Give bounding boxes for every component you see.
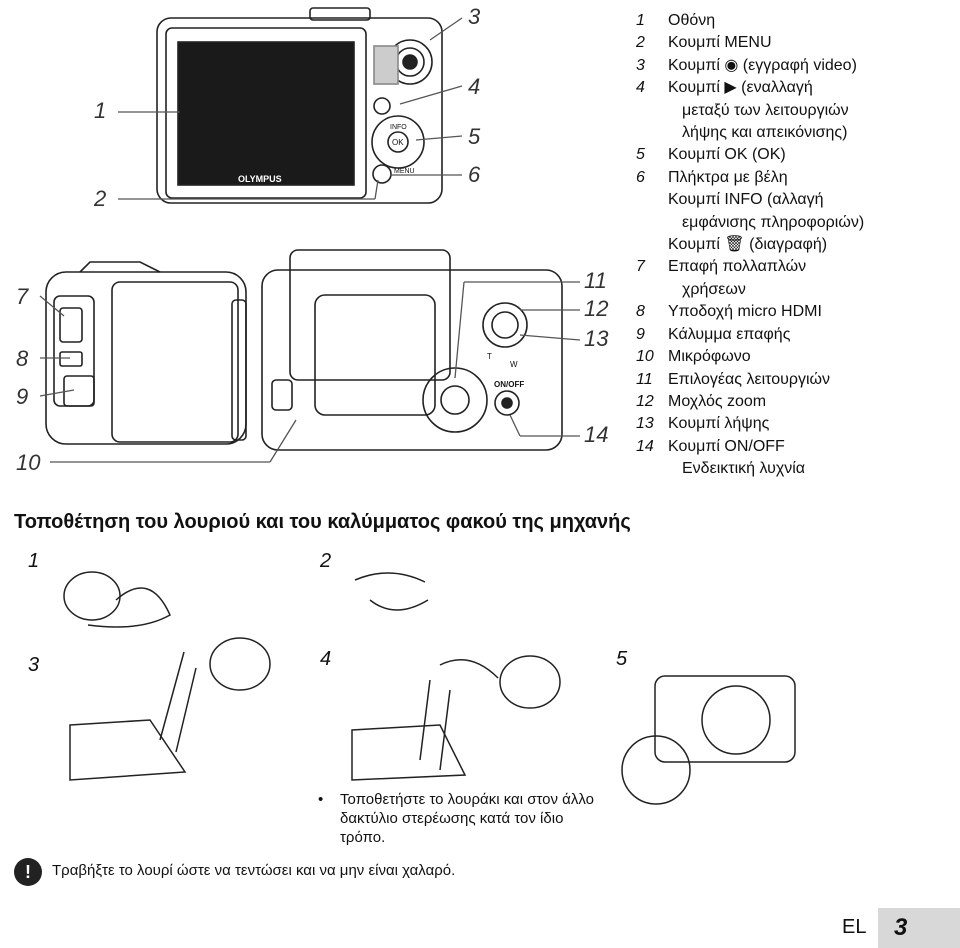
legend-row: 14 Κουμπί ON/OFF xyxy=(636,436,956,458)
legend-row: 9 Κάλυμμα επαφής xyxy=(636,324,956,346)
legend-row: 5 Κουμπί OK (OK) xyxy=(636,144,956,166)
legend-text: Κουμπί MENU xyxy=(668,34,772,52)
legend-number: 1 xyxy=(636,12,645,29)
legend-text: Μοχλός zoom xyxy=(668,392,767,410)
legend-text: Οθόνη xyxy=(668,12,716,29)
callout-7: 7 xyxy=(16,284,29,309)
legend-row: 7 Επαφή πολλαπλών xyxy=(636,256,956,278)
legend-text: Κουμπί ON/OFF xyxy=(668,437,785,455)
legend-number: 12 xyxy=(636,392,654,410)
warning-icon: ! xyxy=(14,858,42,886)
tele-label: T xyxy=(487,352,492,361)
legend-text: Κουμπί INFO (αλλαγή xyxy=(668,191,824,209)
bullet-dot: • xyxy=(318,791,324,808)
legend-row: 11 Επιλογέας λειτουργιών xyxy=(636,369,956,391)
legend-row: 2 Κουμπί MENU xyxy=(636,32,956,54)
legend-row: 1 Οθόνη xyxy=(636,10,956,32)
legend-text: Κουμπί ◉ (εγγραφή video) xyxy=(668,56,857,74)
legend-text: Ενδεικτική λυχνία xyxy=(682,460,806,478)
legend-number: 5 xyxy=(636,146,645,164)
legend-row: 8 Υποδοχή micro HDMI xyxy=(636,301,956,323)
legend-row: 3 Κουμπί ◉ (εγγραφή video) xyxy=(636,55,956,77)
legend-row: μεταξύ των λειτουργιών xyxy=(636,100,956,122)
legend-row: Ενδεικτική λυχνία xyxy=(636,458,956,480)
step-3-number: 3 xyxy=(28,654,40,676)
legend-text: Κουμπί OK (OK) xyxy=(668,146,786,164)
legend-number: 4 xyxy=(636,79,645,97)
legend-row: χρήσεων xyxy=(636,279,956,301)
info-label: INFO xyxy=(390,124,407,131)
legend-number: 9 xyxy=(636,325,645,343)
legend-number: 10 xyxy=(636,348,654,366)
legend-row: 10 Μικρόφωνο xyxy=(636,346,956,368)
callout-5: 5 xyxy=(468,124,481,149)
legend-text: Πλήκτρα με βέλη xyxy=(668,168,788,186)
callout-2: 2 xyxy=(94,186,107,211)
legend-text: Κουμπί 🗑 (διαγραφή) xyxy=(668,236,828,254)
legend-number: 2 xyxy=(636,34,645,52)
legend-row: 13 Κουμπί λήψης xyxy=(636,413,956,435)
wide-label: W xyxy=(510,360,518,369)
step-2-number: 2 xyxy=(320,550,332,572)
callout-9: 9 xyxy=(16,384,29,409)
legend-text: Υποδοχή micro HDMI xyxy=(668,303,822,321)
step-4-number: 4 xyxy=(320,648,332,670)
callout-10: 10 xyxy=(16,450,41,475)
ok-label: OK xyxy=(392,138,404,147)
footer-language: EL xyxy=(842,916,867,938)
legend-number: 14 xyxy=(636,437,654,455)
legend-row: 12 Μοχλός zoom xyxy=(636,391,956,413)
legend-text: μεταξύ των λειτουργιών xyxy=(682,101,849,119)
callout-8: 8 xyxy=(16,346,29,371)
menu-label: MENU xyxy=(394,168,415,175)
section-title: Τοποθέτηση του λουριού και του καλύμματο… xyxy=(14,511,631,533)
legend-number: 3 xyxy=(636,56,645,74)
callout-1: 1 xyxy=(94,98,107,123)
legend-row: 6 Πλήκτρα με βέλη xyxy=(636,167,956,189)
legend-text: Κάλυμμα επαφής xyxy=(668,325,791,343)
brand-label: OLYMPUS xyxy=(238,174,282,184)
callout-14: 14 xyxy=(584,422,609,447)
parts-legend: 1 Οθόνη 2 Κουμπί MENU 3 Κουμπί ◉ (εγγραφή vid… xyxy=(636,10,956,481)
bullet-note: • Τοποθετήστε το λουράκι και στον άλλο δ… xyxy=(318,790,598,847)
legend-text: χρήσεων xyxy=(682,280,746,298)
legend-number: 8 xyxy=(636,303,645,321)
step-1-number: 1 xyxy=(28,550,40,572)
legend-text: εμφάνισης πληροφοριών) xyxy=(682,213,865,231)
callout-6: 6 xyxy=(468,162,481,187)
legend-number: 13 xyxy=(636,415,654,433)
legend-text: Επιλογέας λειτουργιών xyxy=(668,370,831,388)
callout-4: 4 xyxy=(468,74,481,99)
legend-row: Κουμπί 🗑 (διαγραφή) xyxy=(636,234,956,256)
legend-text: Κουμπί ▶ (εναλλαγή xyxy=(668,79,813,97)
legend-text: Επαφή πολλαπλών xyxy=(668,258,807,276)
legend-row: εμφάνισης πληροφοριών) xyxy=(636,212,956,234)
step-5-number: 5 xyxy=(616,648,628,670)
callout-11: 11 xyxy=(584,268,607,293)
onoff-label: ON/OFF xyxy=(494,380,525,389)
callout-13: 13 xyxy=(584,326,609,351)
legend-text: λήψης και απεικόνισης) xyxy=(682,124,848,142)
legend-row: λήψης και απεικόνισης) xyxy=(636,122,956,144)
legend-row: 4 Κουμπί ▶ (εναλλαγή xyxy=(636,77,956,99)
legend-number: 11 xyxy=(636,370,653,388)
callout-3: 3 xyxy=(468,4,481,29)
callout-12: 12 xyxy=(584,296,609,321)
page-number: 3 xyxy=(878,908,960,948)
legend-row: Κουμπί INFO (αλλαγή xyxy=(636,189,956,211)
legend-number: 7 xyxy=(636,258,645,276)
warning-text: Τραβήξτε το λουρί ώστε να τεντώσει και ν… xyxy=(52,862,456,879)
legend-text: Κουμπί λήψης xyxy=(668,415,770,433)
legend-text: Μικρόφωνο xyxy=(668,348,751,366)
note-text: Τοποθετήστε το λουράκι και στον άλλο δακ… xyxy=(340,791,594,846)
legend-number: 6 xyxy=(636,168,645,186)
